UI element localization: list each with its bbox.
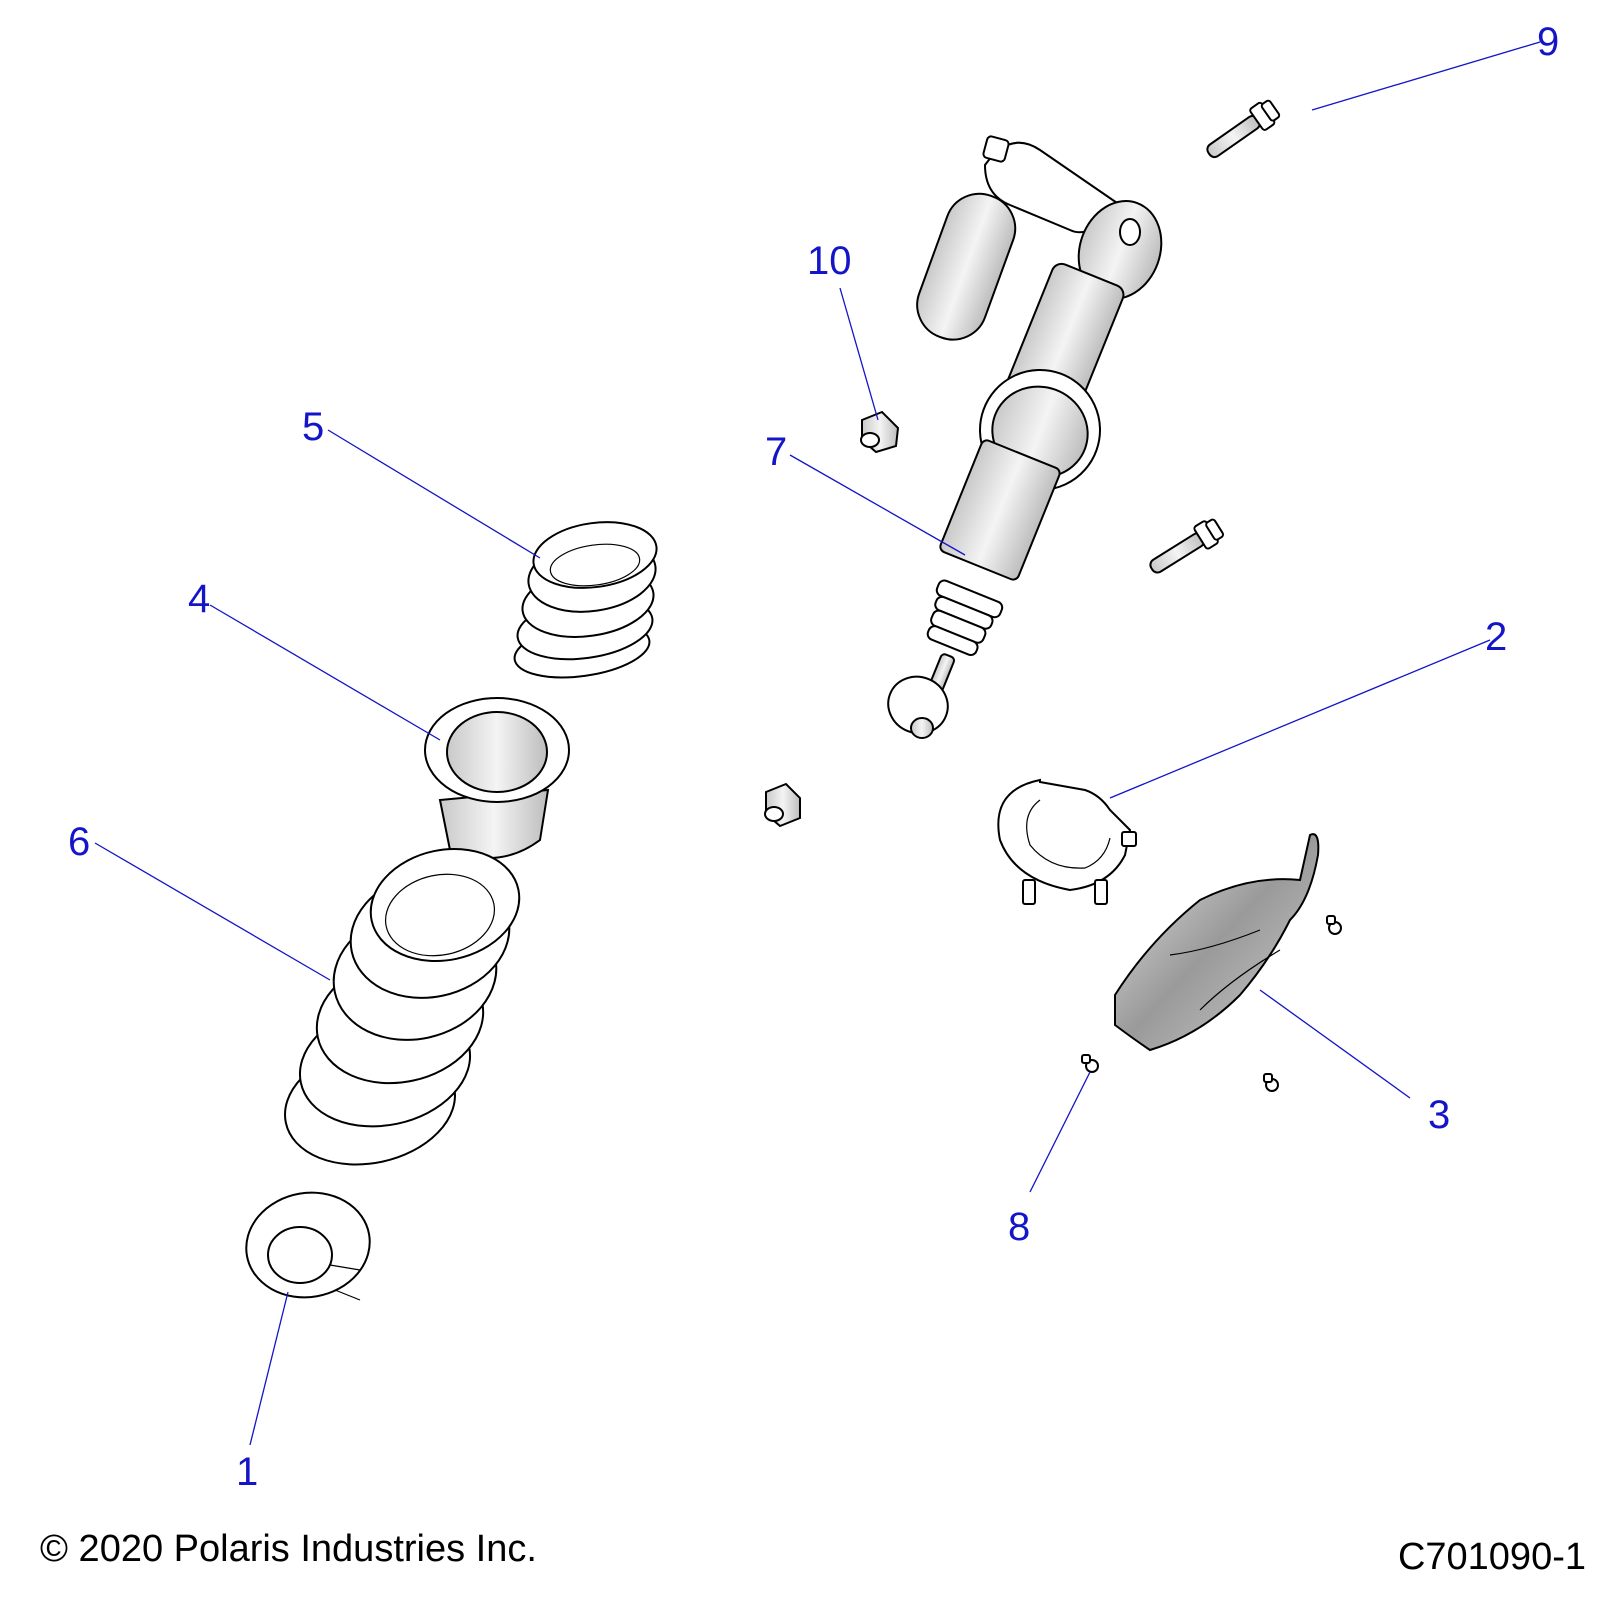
part-4-spring-cup	[424, 697, 570, 859]
part-3-shock-guard	[1114, 833, 1320, 1052]
leader-6	[94, 842, 331, 981]
callout-10: 10	[807, 239, 852, 283]
part-6-large-spring	[284, 847, 521, 1166]
part-7-shock-absorber	[887, 135, 1163, 739]
leader-1	[249, 1291, 289, 1446]
callout-1: 1	[236, 1450, 258, 1494]
callout-3: 3	[1428, 1093, 1450, 1137]
part-8-screw-a	[1081, 1054, 1099, 1073]
bolt-lower	[1149, 518, 1224, 574]
callout-4: 4	[188, 577, 210, 621]
leader-9	[1311, 41, 1541, 111]
leader-5	[327, 429, 541, 559]
leader-10	[839, 287, 879, 421]
callout-2: 2	[1485, 615, 1507, 659]
screw-c	[1326, 915, 1342, 935]
callout-5: 5	[302, 405, 324, 449]
callout-6: 6	[68, 820, 90, 864]
leader-4	[209, 604, 441, 741]
screw-b	[1263, 1073, 1279, 1092]
leader-8	[1029, 1071, 1091, 1193]
callout-7: 7	[765, 430, 787, 474]
part-10-bushing	[860, 410, 900, 454]
leader-7	[789, 454, 966, 556]
copyright-notice: © 2020 Polaris Industries Inc.	[40, 1528, 537, 1570]
part-5-small-spring	[513, 521, 658, 679]
part-2-clip-ring	[997, 778, 1137, 905]
leader-2	[1109, 639, 1491, 799]
part-9-bolt-upper	[1206, 99, 1281, 159]
figure-code: C701090-1	[1397, 1536, 1586, 1578]
bushing-lower	[764, 782, 801, 828]
callout-9: 9	[1537, 20, 1559, 64]
callout-8: 8	[1008, 1205, 1030, 1249]
part-1-split-washer	[245, 1191, 371, 1301]
leader-3	[1259, 989, 1411, 1099]
